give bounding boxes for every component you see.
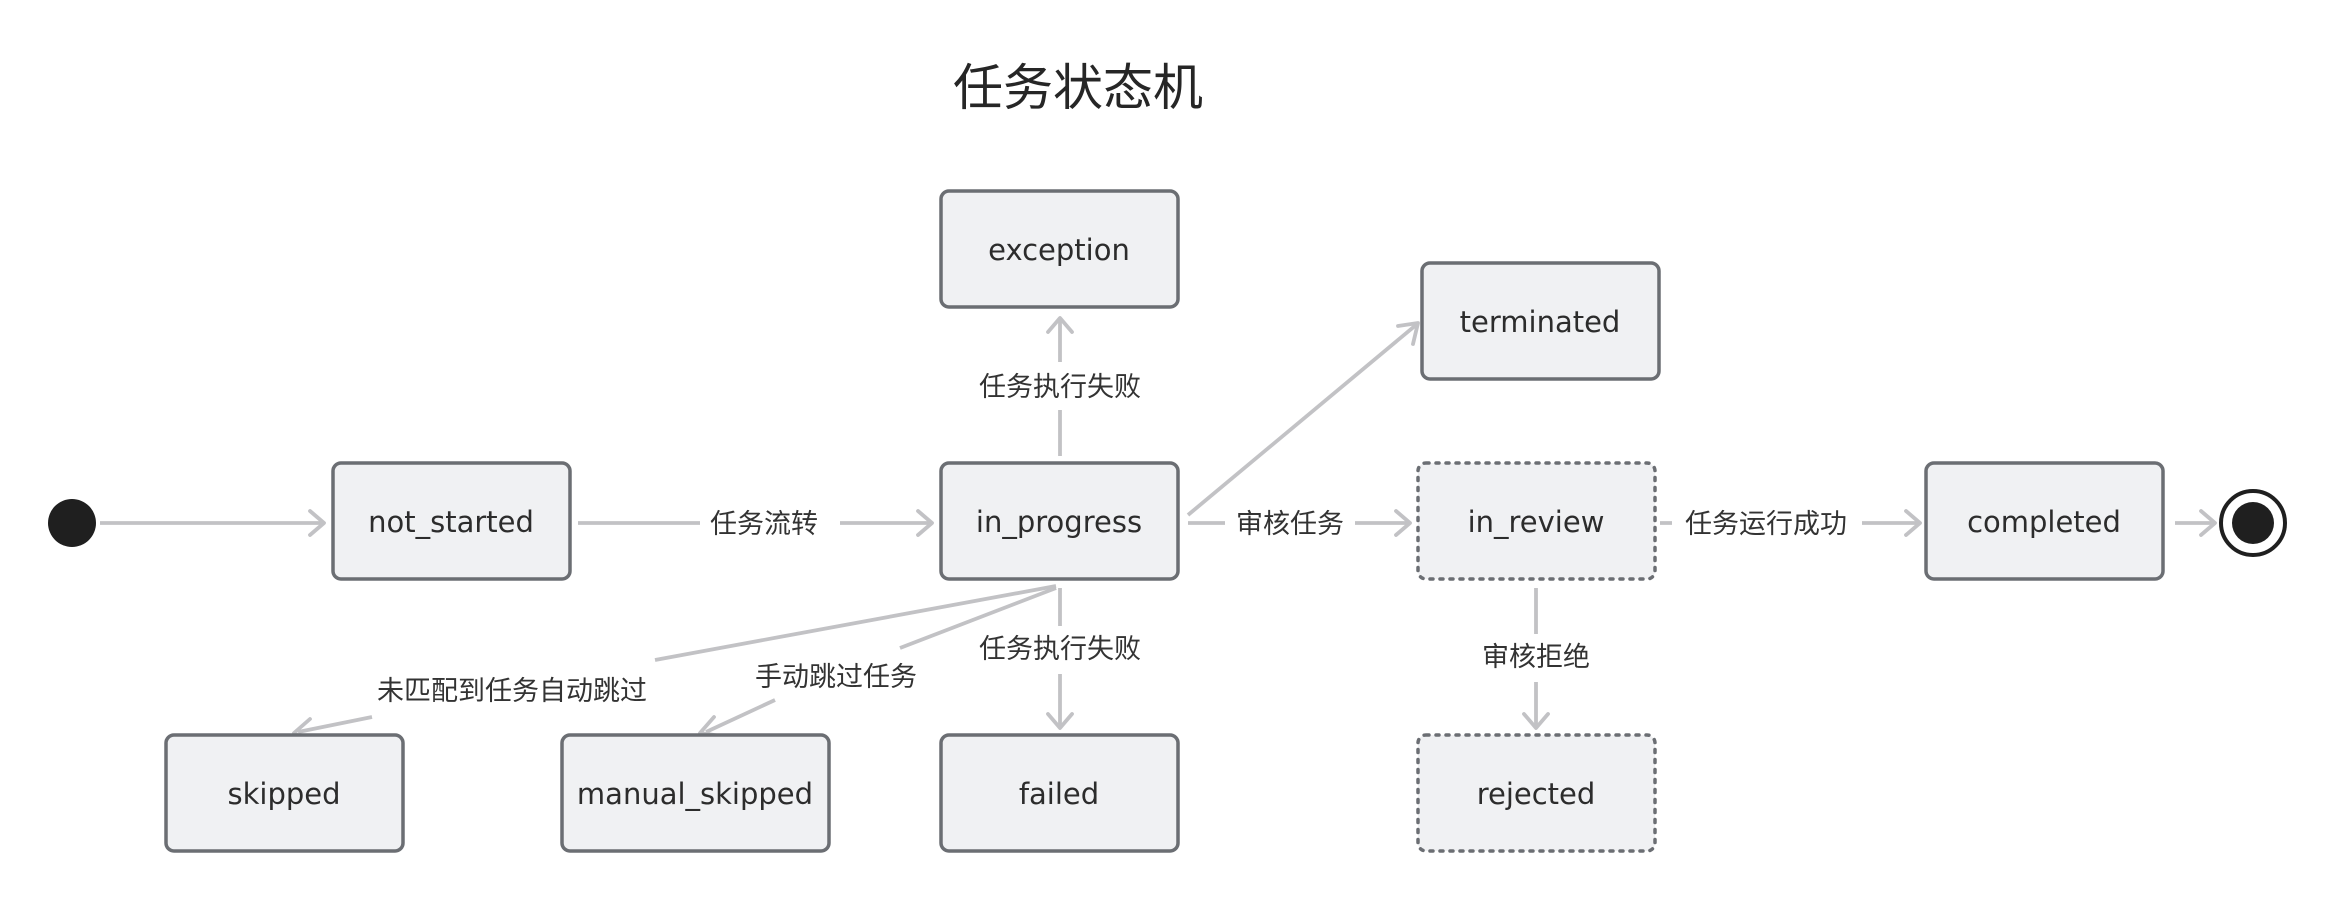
- edge-in-progress-to-failed: 任务执行失败: [970, 588, 1150, 730]
- state-rejected: rejected: [1416, 733, 1657, 853]
- edge-label-exec-failed: 任务执行失败: [979, 634, 1141, 665]
- state-in-progress: in_progress: [939, 461, 1180, 581]
- state-terminated: terminated: [1420, 261, 1661, 381]
- edge-label-run-success: 任务运行成功: [1685, 509, 1847, 540]
- edge-label-task-flow: 任务流转: [710, 509, 818, 540]
- state-label: completed: [1967, 505, 2121, 539]
- state-not-started: not_started: [331, 461, 572, 581]
- edge-label-auto-skip: 未匹配到任务自动跳过: [377, 676, 647, 707]
- edge-in-progress-to-terminated: [1186, 321, 1420, 517]
- state-label: not_started: [368, 505, 534, 539]
- state-skipped: skipped: [164, 733, 405, 853]
- state-label: skipped: [227, 777, 340, 811]
- state-in-review: in_review: [1416, 461, 1657, 581]
- state-exception: exception: [939, 189, 1180, 309]
- edge-in-review-to-completed: 任务运行成功: [1660, 500, 1922, 546]
- final-state-node: [2219, 489, 2287, 557]
- edge-in-progress-to-skipped: 未匹配到任务自动跳过: [292, 584, 1057, 745]
- edge-in-review-to-rejected: 审核拒绝: [1470, 588, 1602, 730]
- state-label: failed: [1019, 777, 1099, 811]
- edge-label-exec-failed-exception: 任务执行失败: [979, 372, 1141, 403]
- edge-label-review-task: 审核任务: [1236, 509, 1344, 540]
- edge-in-progress-to-exception: 任务执行失败: [970, 316, 1150, 456]
- state-label: exception: [988, 233, 1130, 267]
- state-failed: failed: [939, 733, 1180, 853]
- state-completed: completed: [1924, 461, 2165, 581]
- initial-state-node: [48, 499, 96, 547]
- state-label: manual_skipped: [577, 777, 813, 811]
- edge-label-review-rejected: 审核拒绝: [1482, 642, 1590, 673]
- state-label: in_progress: [976, 505, 1142, 539]
- diagram-title: 任务状态机: [953, 59, 1203, 117]
- state-label: rejected: [1477, 777, 1596, 811]
- edge-label-manual-skip: 手动跳过任务: [755, 662, 917, 693]
- edge-not-started-to-in-progress: 任务流转: [578, 500, 934, 546]
- edge-start-to-not-started: [100, 509, 326, 537]
- state-label: terminated: [1460, 305, 1621, 339]
- state-manual-skipped: manual_skipped: [560, 733, 831, 853]
- edge-in-progress-to-manual-skipped: 手动跳过任务: [698, 586, 1057, 738]
- edge-completed-to-end: [2175, 509, 2217, 537]
- edge-in-progress-to-in-review: 审核任务: [1188, 500, 1412, 546]
- state-label: in_review: [1468, 505, 1605, 539]
